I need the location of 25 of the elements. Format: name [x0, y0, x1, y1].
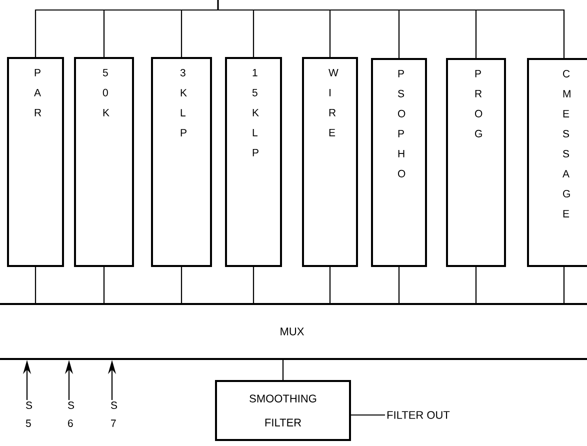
filter-box: PSOPHO — [371, 58, 427, 267]
filter-box: 15KLP — [225, 57, 282, 267]
filter-box: 50K — [74, 57, 134, 267]
filter-box: PAR — [7, 57, 64, 267]
mux-box: MUX — [0, 303, 587, 360]
signal-label: S6 — [68, 402, 74, 427]
connector-line — [180, 267, 182, 303]
connector-line — [398, 267, 400, 303]
connector-line — [103, 267, 105, 303]
filter-box: WIRE — [302, 57, 358, 267]
connector-line — [563, 267, 565, 303]
connector-line — [351, 414, 385, 416]
signal-label: S7 — [110, 402, 118, 427]
filter-box: 3KLP — [151, 57, 212, 267]
smoothing-filter-box: SMOOTHING FILTER — [215, 380, 351, 441]
connector-line — [34, 267, 36, 303]
connector-line — [252, 267, 254, 303]
output-label: FILTER OUT — [387, 411, 450, 419]
signal-label: S5 — [26, 402, 32, 427]
connector-line — [475, 267, 477, 303]
connector-line — [282, 360, 284, 380]
connector-line — [217, 0, 565, 58]
filter-box: PROG — [446, 58, 506, 267]
filter-box: C MESSAGE — [527, 58, 587, 267]
connector-line — [329, 267, 331, 303]
